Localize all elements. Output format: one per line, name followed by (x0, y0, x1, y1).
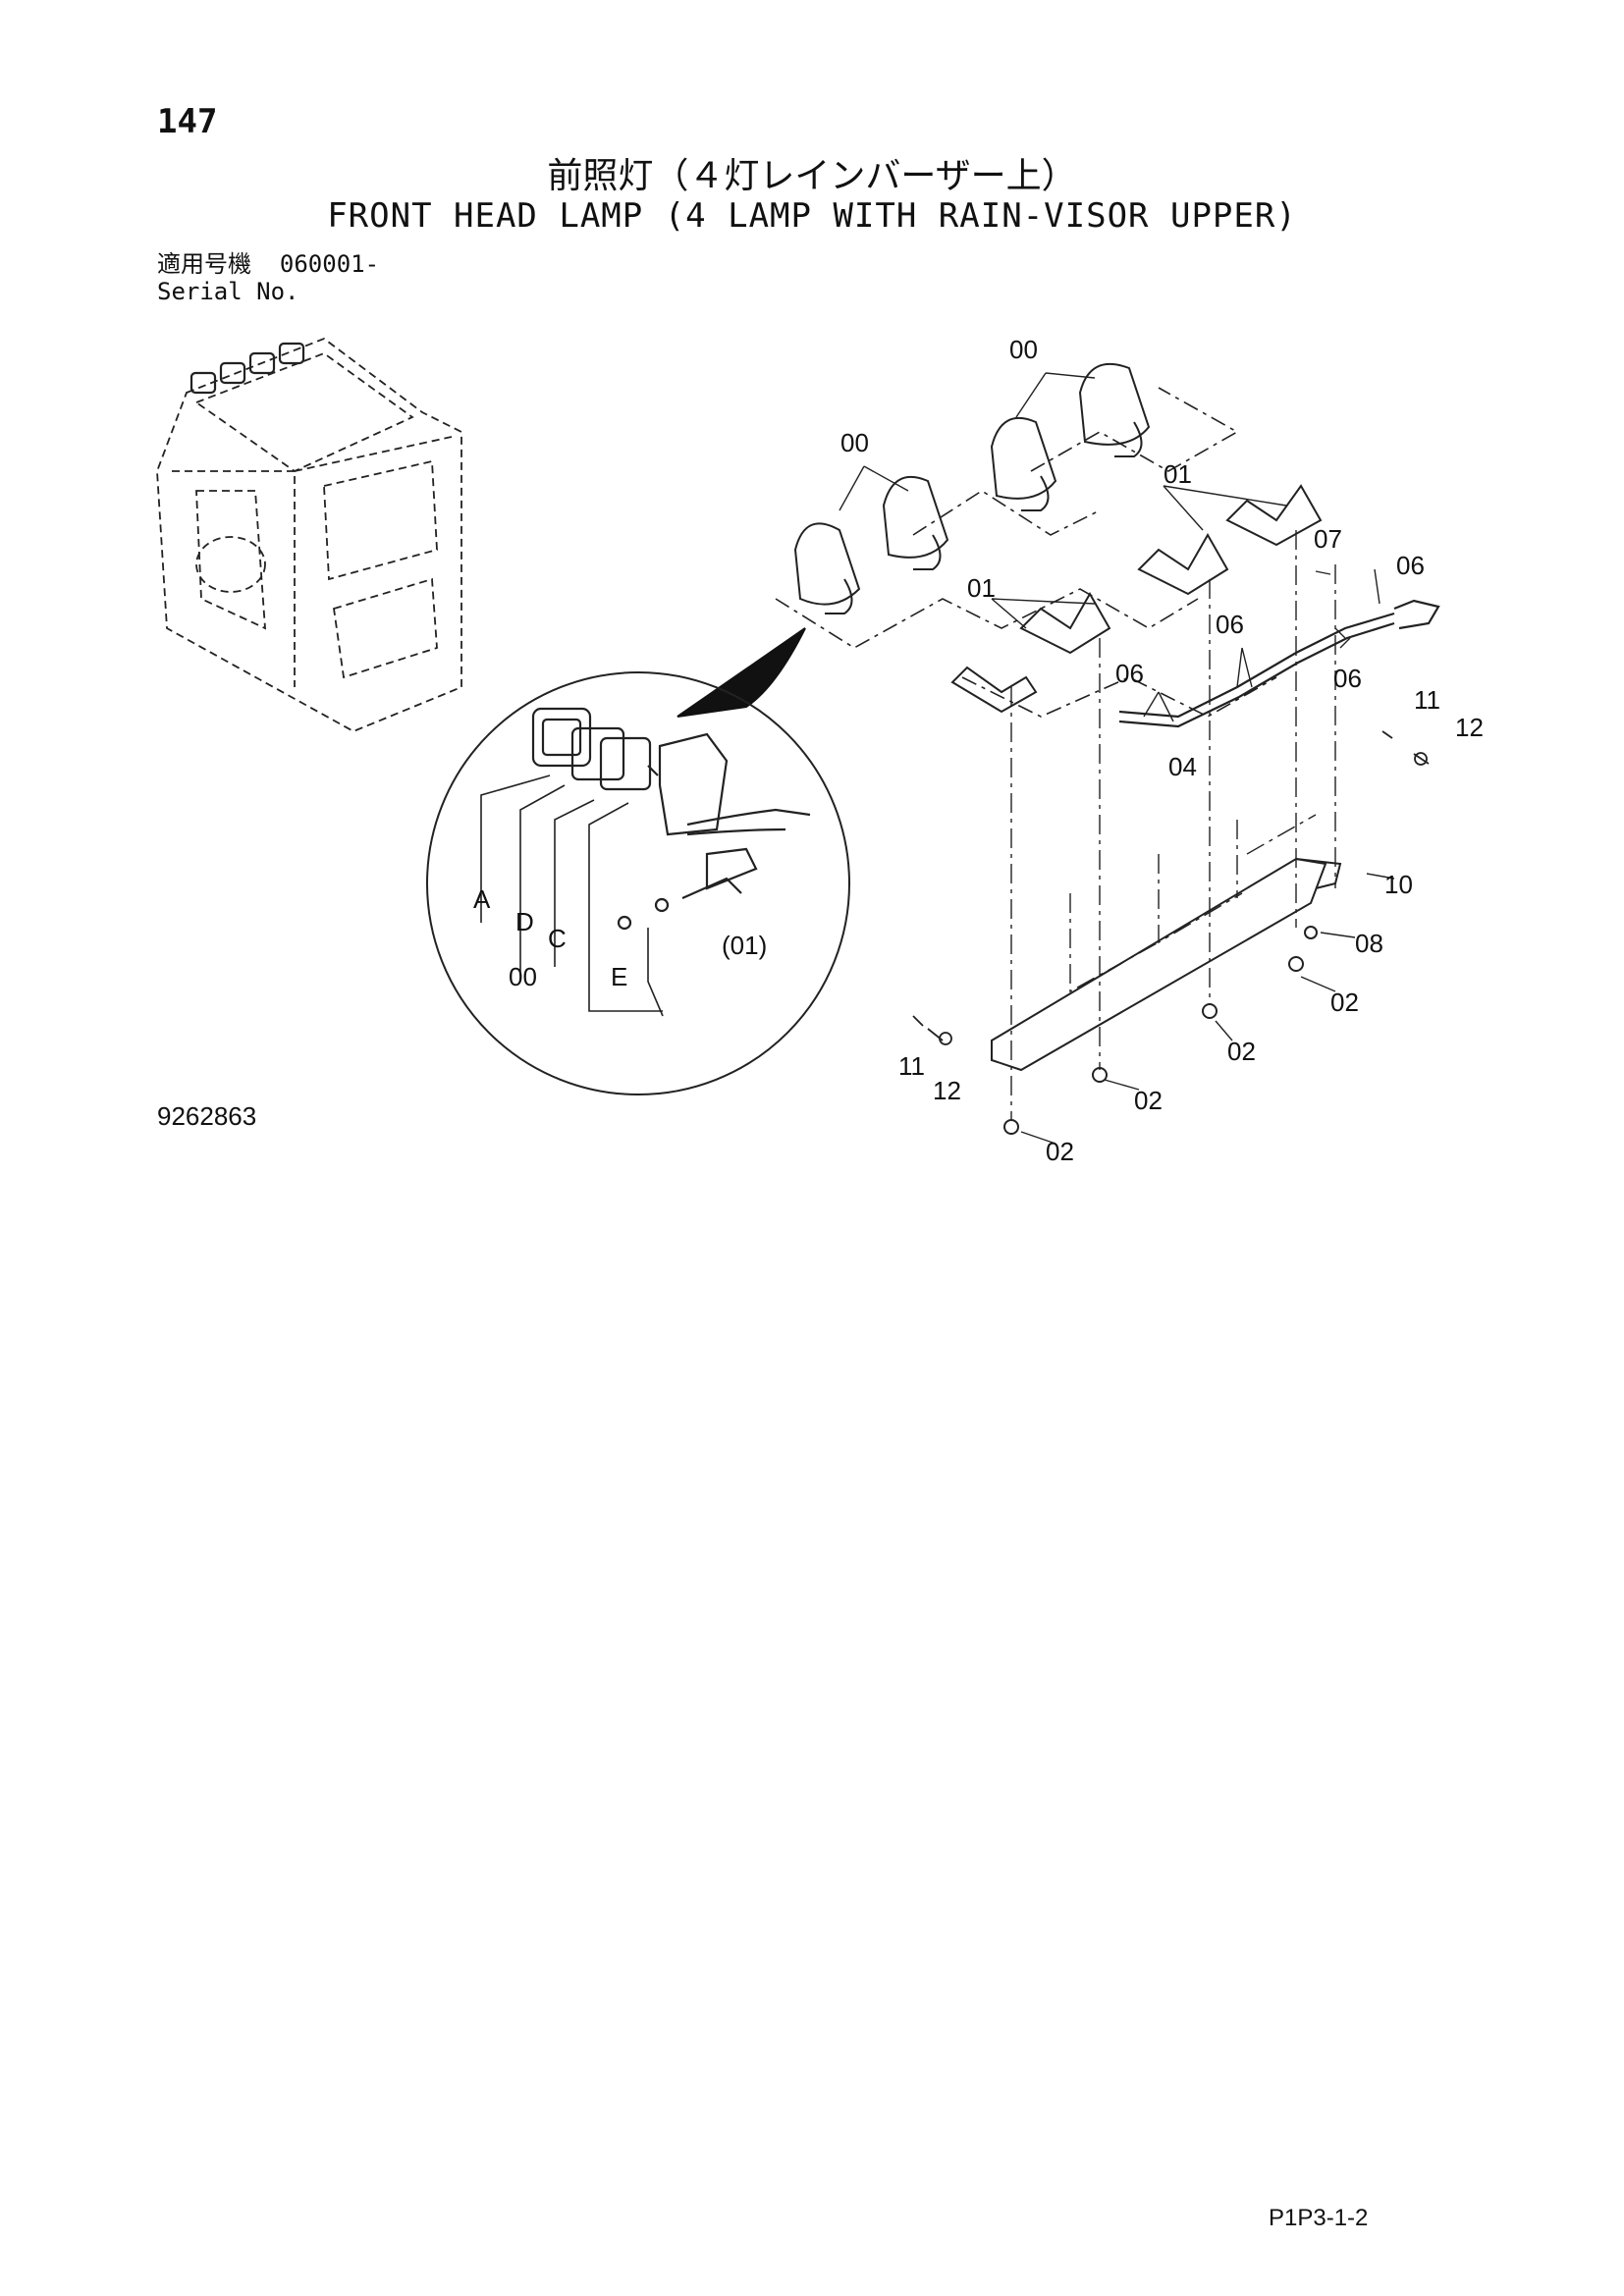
serial-value: 060001- (279, 250, 380, 278)
callout-00-upper: 00 (1009, 335, 1038, 364)
callout-04: 04 (1168, 752, 1197, 781)
callout-02-a: 02 (1330, 988, 1359, 1017)
detail-label-00: 00 (509, 962, 537, 991)
detail-label-e: E (611, 962, 627, 991)
bracket-01-1 (950, 666, 1038, 714)
callout-00-left: 00 (840, 428, 869, 457)
rail-10 (991, 857, 1342, 1072)
callout-08: 08 (1355, 929, 1383, 958)
bracket-01-2 (1019, 591, 1111, 655)
detail-lens (531, 707, 811, 931)
callout-11-right: 11 (1414, 685, 1440, 715)
callout-01-lower: 01 (967, 573, 996, 603)
callout-02-d: 02 (1046, 1137, 1074, 1166)
drawing-number: 9262863 (157, 1101, 257, 1131)
callout-11-left: 11 (898, 1051, 925, 1081)
bracket-01-3 (1137, 532, 1229, 596)
callout-07: 07 (1314, 524, 1342, 554)
callout-06-a: 06 (1396, 551, 1425, 580)
title-english: FRONT HEAD LAMP (4 LAMP WITH RAIN-VISOR … (327, 196, 1297, 236)
serial-block: 適用号機 060001- Serial No. (157, 250, 379, 305)
callout-12-left: 12 (933, 1076, 961, 1105)
detail-label-c: C (548, 924, 567, 953)
detail-circle (426, 671, 850, 1095)
page-code: P1P3-1-2 (1269, 2205, 1369, 2231)
bolts-02 (1003, 926, 1318, 1135)
harness-04 (1118, 599, 1440, 728)
callout-01-upper: 01 (1164, 459, 1192, 489)
lamp-00-1 (793, 522, 861, 614)
lamp-00-3 (990, 417, 1057, 511)
callout-06-c: 06 (1333, 664, 1362, 693)
dashed-outline (775, 387, 1277, 718)
detail-pointer (677, 627, 806, 718)
callout-12-right: 12 (1455, 713, 1484, 742)
cab-roof-lamps (189, 342, 305, 395)
callout-06-b: 06 (1216, 610, 1244, 639)
detail-leaders (480, 774, 664, 1017)
cab-overview (156, 337, 462, 732)
bracket-01-4 (1225, 484, 1323, 547)
callout-10: 10 (1384, 870, 1413, 899)
leader-lines (1010, 530, 1336, 1119)
callout-leaders (839, 372, 1395, 1145)
detail-label-01: (01) (722, 931, 767, 960)
pins-11-12 (912, 730, 1430, 1045)
page-number: 147 (157, 102, 218, 141)
callout-02-c: 02 (1134, 1086, 1163, 1115)
serial-label-jp: 適用号機 (157, 250, 251, 278)
callout-06-d: 06 (1115, 659, 1144, 688)
lamp-00-4 (1078, 363, 1151, 457)
serial-label-en: Serial No. (157, 278, 299, 305)
callout-02-b: 02 (1227, 1037, 1256, 1066)
title-japanese: 前照灯（４灯レインバーザー上） (547, 156, 1077, 196)
lamp-00-2 (882, 476, 949, 570)
detail-label-a: A (473, 884, 491, 914)
detail-label-d: D (515, 907, 534, 936)
